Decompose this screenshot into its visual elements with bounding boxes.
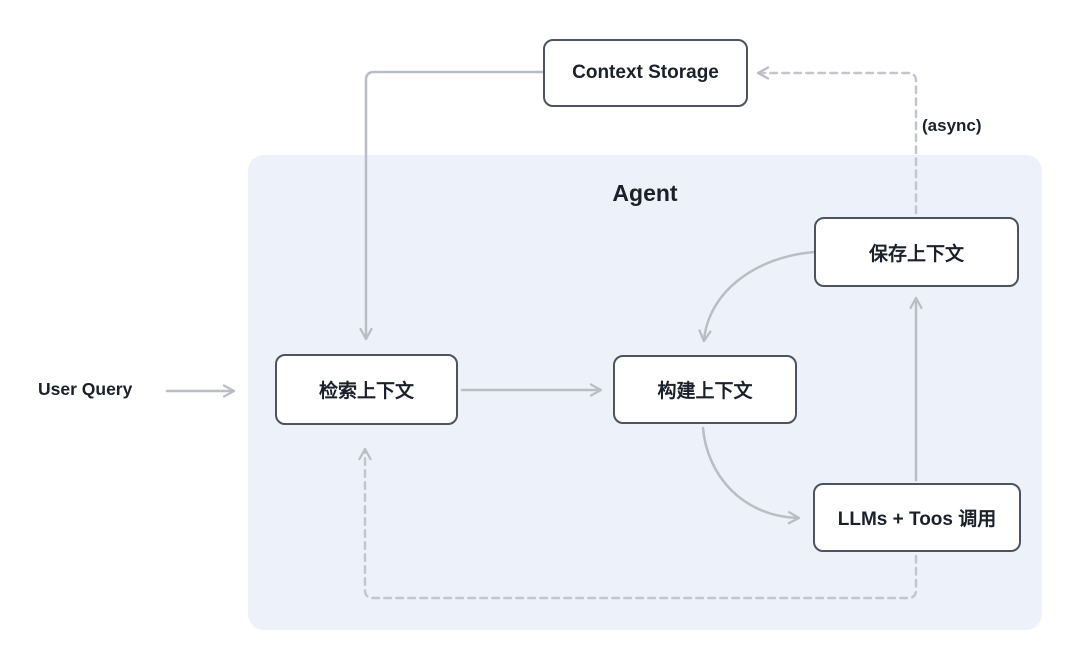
- node-save-context-label: 保存上下文: [868, 243, 964, 265]
- node-save-context: 保存上下文: [814, 217, 1019, 287]
- node-llm-tools-call: LLMs + Toos 调用: [813, 483, 1021, 552]
- node-retrieve-context-label: 检索上下文: [318, 381, 414, 402]
- node-retrieve-context: 检索上下文: [275, 354, 458, 425]
- node-context-storage-label: Context Storage: [572, 62, 719, 83]
- async-edge-label: (async): [922, 116, 982, 135]
- node-llm-tools-call-label: LLMs + Toos 调用: [837, 509, 997, 530]
- user-query-label: User Query: [38, 379, 133, 399]
- node-build-context: 构建上下文: [613, 355, 797, 424]
- agent-group-title: Agent: [612, 180, 678, 206]
- node-build-context-label: 构建上下文: [657, 381, 753, 402]
- node-context-storage: Context Storage: [543, 39, 748, 107]
